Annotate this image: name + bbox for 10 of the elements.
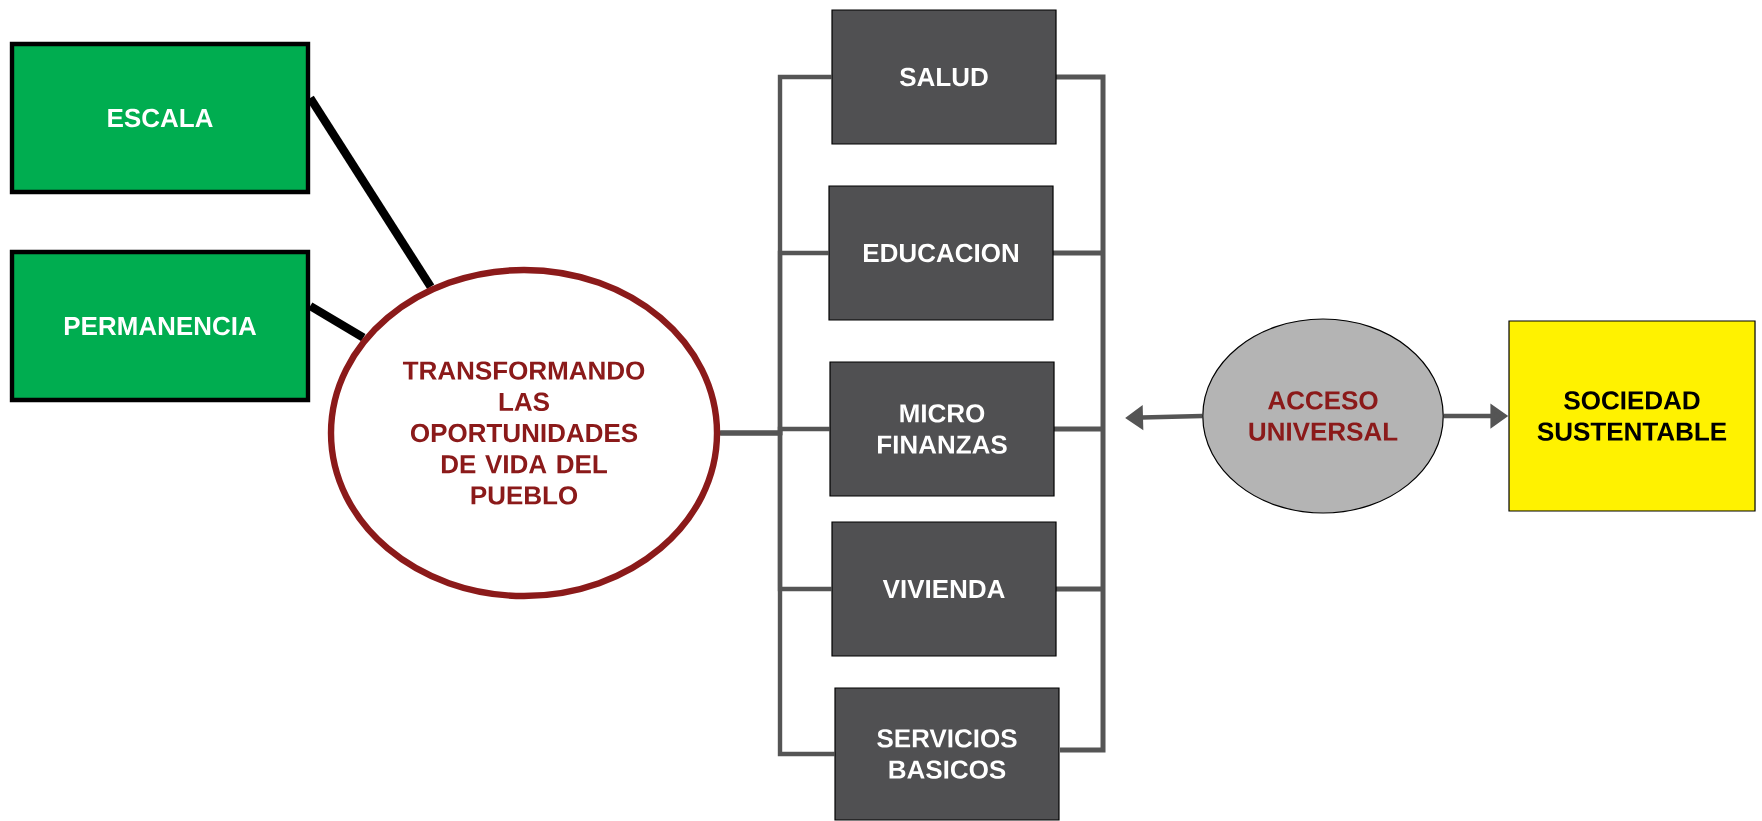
connector	[720, 430, 835, 757]
category-box: VIVIENDA	[831, 521, 1057, 657]
category-box: SALUD	[831, 9, 1057, 145]
process-box: ESCALA	[9, 41, 311, 195]
category-box: SERVICIOS BASICOS	[834, 687, 1060, 821]
category-box: EDUCACION	[828, 185, 1054, 321]
process-box: PERMANENCIA	[9, 249, 311, 403]
category-box: MICRO FINANZAS	[829, 361, 1055, 497]
connector	[308, 302, 366, 342]
goal-box: SOCIEDAD SUSTENTABLE	[1508, 320, 1756, 512]
